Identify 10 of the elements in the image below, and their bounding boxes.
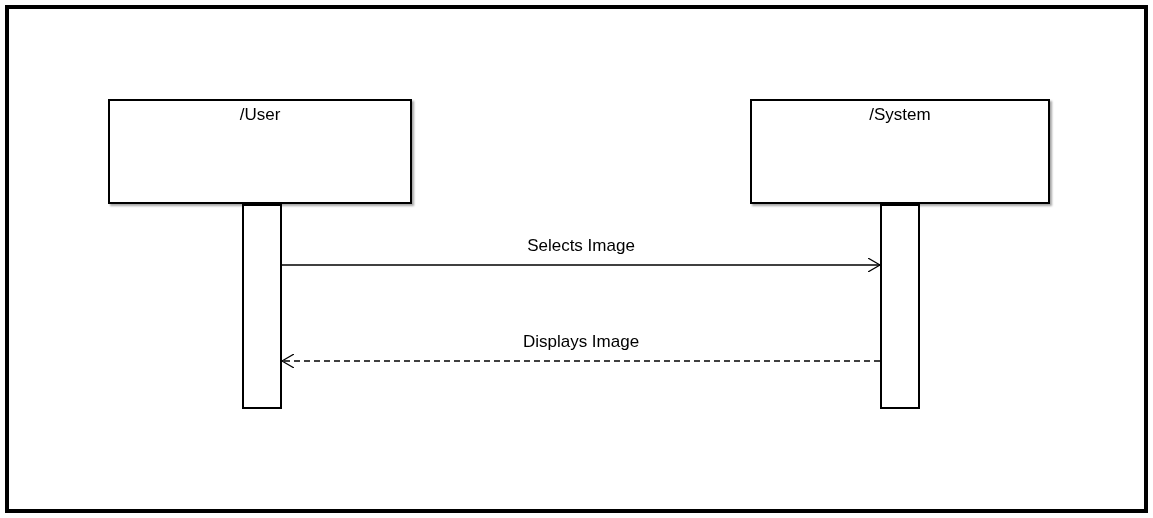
- return-message-arrow: [281, 353, 881, 369]
- activation-bar: [242, 204, 282, 409]
- lifeline-box: [750, 99, 1050, 204]
- lifeline-name: /System: [869, 104, 931, 126]
- message-label: Selects Image: [527, 235, 635, 257]
- message-arrow: [281, 257, 881, 273]
- message-label: Displays Image: [522, 331, 640, 353]
- lifeline-name: /User: [239, 104, 281, 126]
- activation-bar: [880, 204, 920, 409]
- lifeline-box: [108, 99, 412, 204]
